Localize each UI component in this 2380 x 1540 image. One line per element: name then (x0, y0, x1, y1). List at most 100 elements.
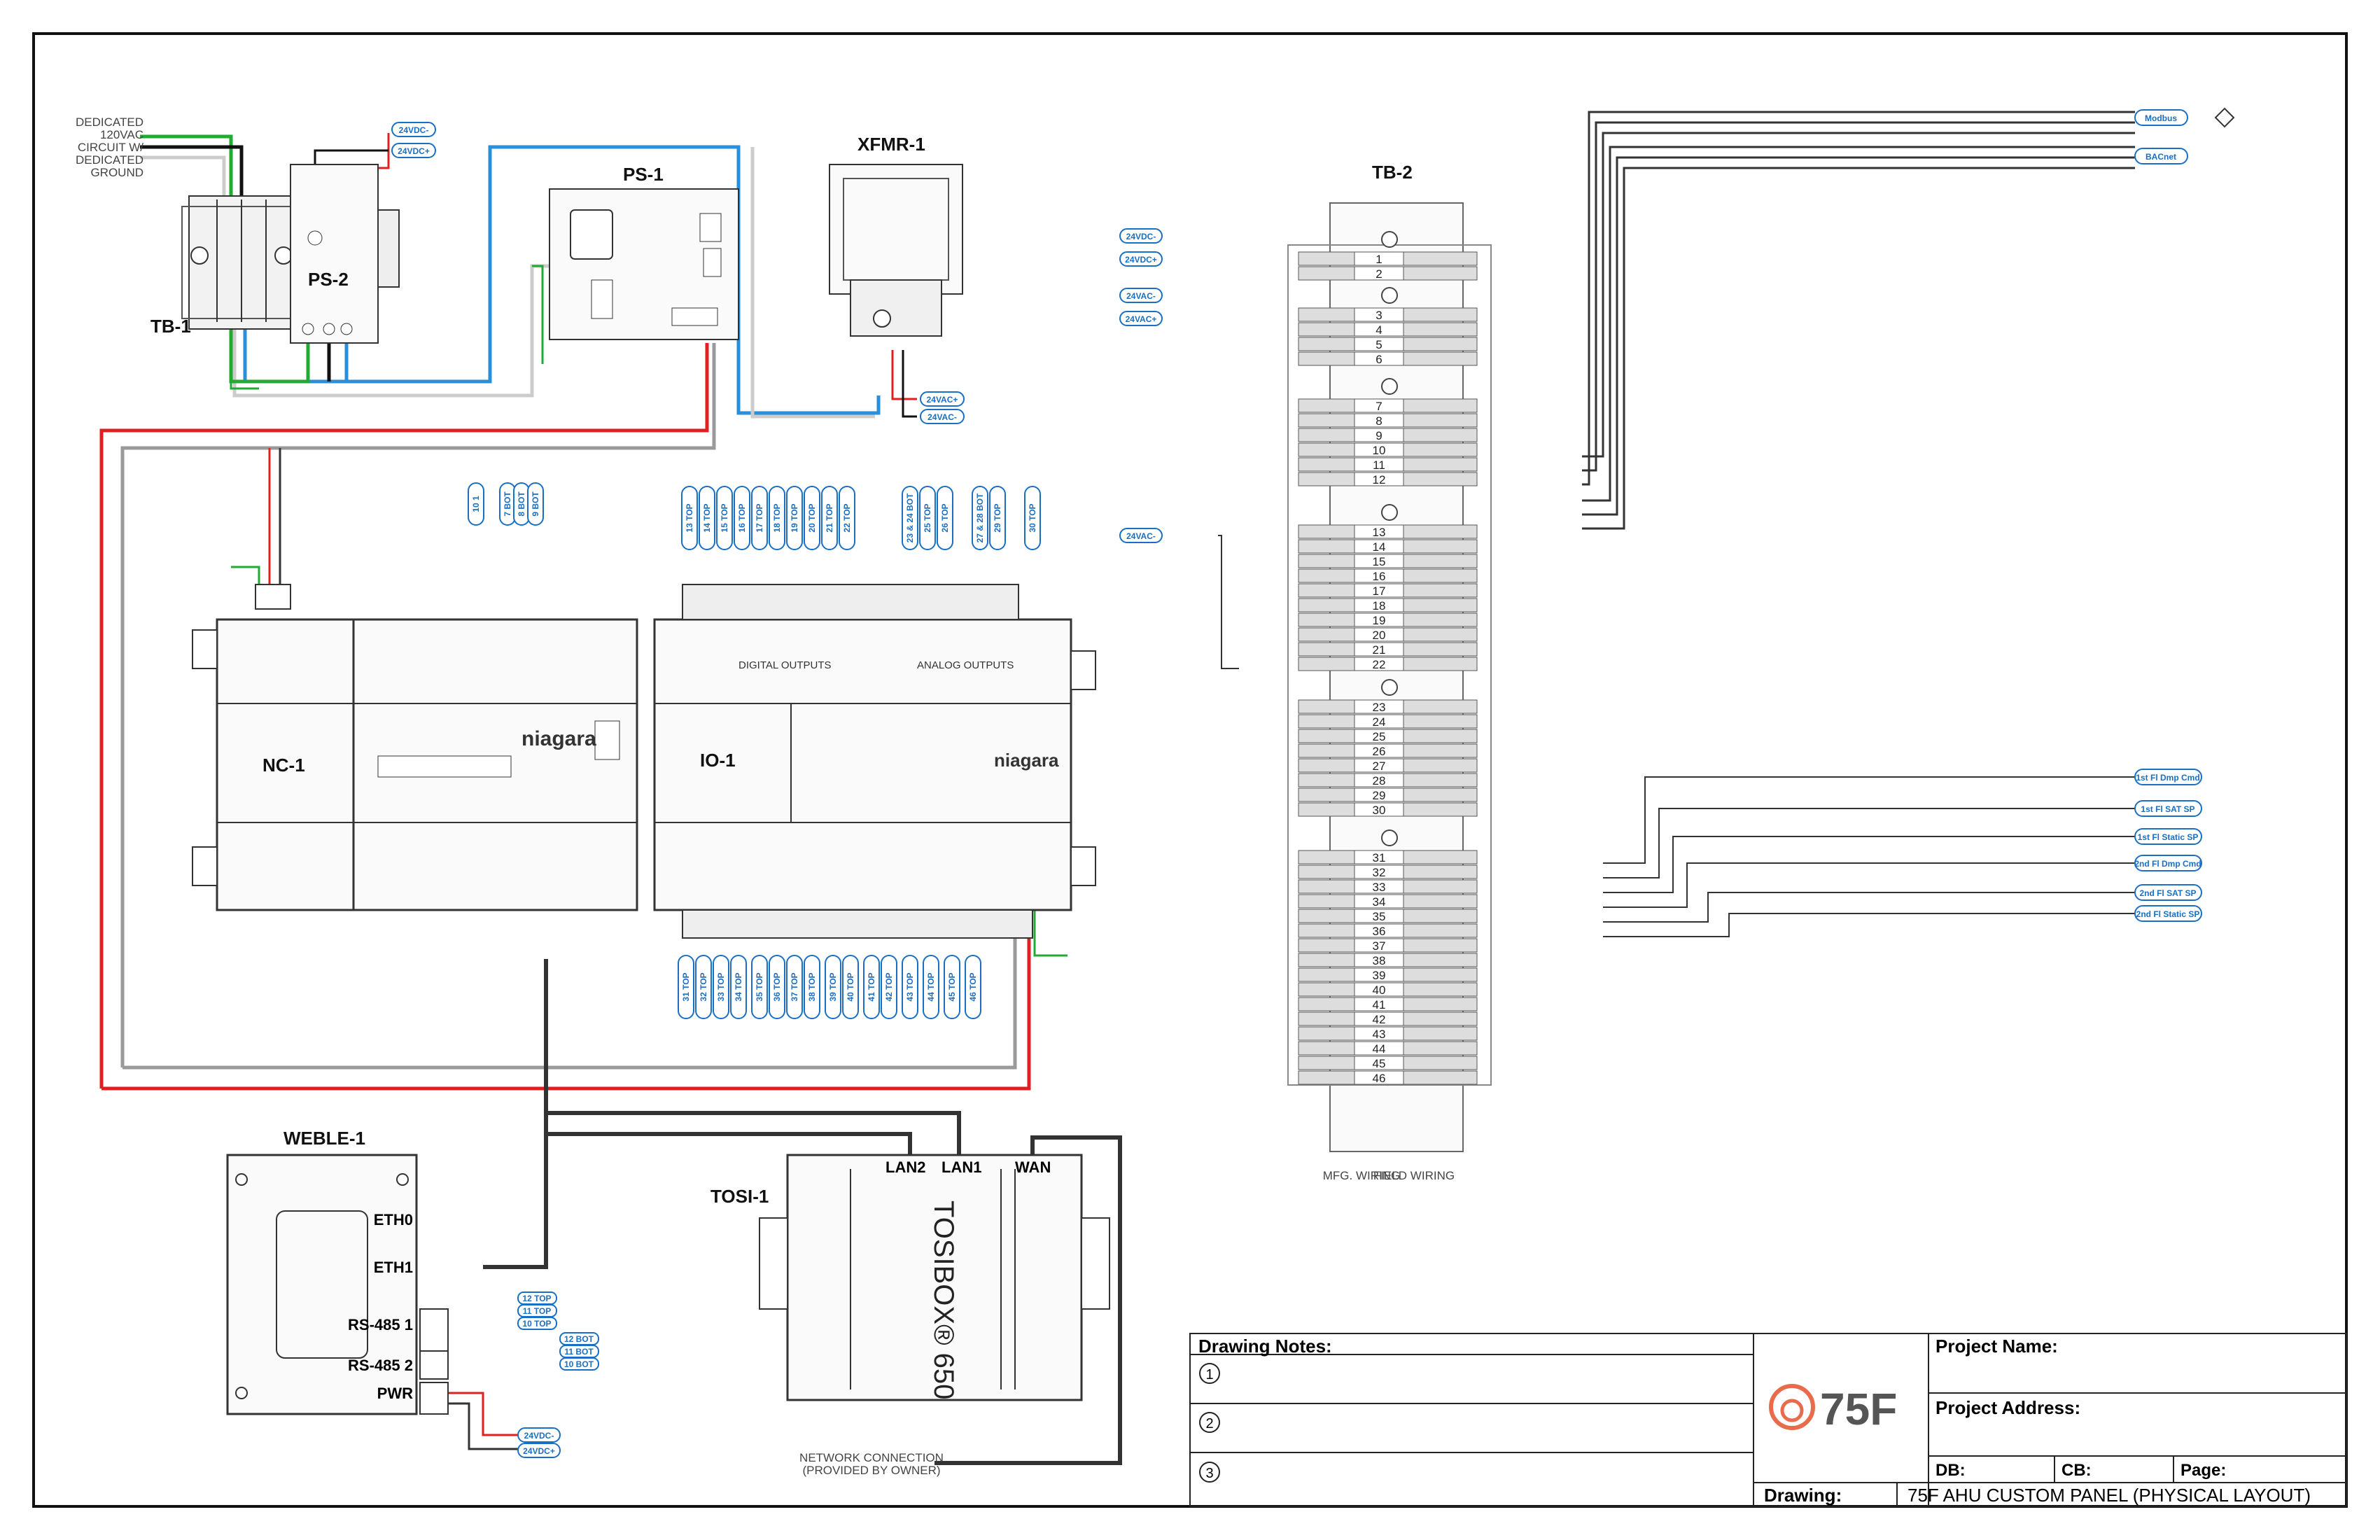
io-tag-label: 40 TOP (846, 972, 855, 1001)
sensor-tags: 1st Fl Dmp Cmd 1st Fl SAT SP 1st Fl Static… (2134, 769, 2202, 922)
tb2-terminal-number: 1 (1376, 253, 1382, 266)
sensor-tag (2134, 905, 2202, 922)
sensor-tag-label: 1st Fl SAT SP (2141, 804, 2194, 814)
rs485-tag-label: 10 BOT (564, 1359, 594, 1369)
io-tag (716, 486, 733, 550)
network-connection-note: NETWORK CONNECTION (PROVIDED BY OWNER) (799, 1451, 944, 1477)
io-tag-label: 20 TOP (807, 503, 817, 532)
io-tag (695, 955, 712, 1019)
wires (99, 111, 2135, 1465)
io-tag (972, 486, 988, 550)
io-tag (751, 955, 768, 1019)
tb2-terminal-number: 32 (1373, 866, 1386, 879)
dedicated-circuit-note: DEDICATED 120VAC CIRCUIT W/ DEDICATED GR… (76, 115, 144, 179)
digital-outputs-label: DIGITAL OUTPUTS (738, 659, 832, 671)
nc1-controller (192, 584, 638, 911)
tb2-terminal-number: 42 (1373, 1013, 1386, 1026)
xfmr1-transformer (829, 164, 963, 337)
sensor-tag-label: 2nd Fl Dmp Cmd (2134, 859, 2201, 869)
io-tag (902, 955, 918, 1019)
io-tag (804, 955, 820, 1019)
title-block (1189, 1333, 2347, 1507)
io-tag (769, 486, 785, 550)
io-tag-label: 8 BOT (517, 491, 526, 517)
eth0-label: ETH0 (374, 1211, 413, 1228)
tb2-terminal-number: 5 (1376, 338, 1382, 351)
weble1-label: WEBLE-1 (284, 1128, 365, 1149)
rs485-tag-label: 12 TOP (522, 1294, 551, 1303)
svg-text:Modbus: Modbus (2145, 113, 2177, 123)
io-tag-label: 25 TOP (923, 503, 932, 532)
svg-text:3: 3 (1205, 1466, 1213, 1481)
io1-label: IO-1 (700, 750, 736, 771)
tb2-terminal-number: 37 (1373, 939, 1386, 953)
io-tag (902, 486, 918, 550)
io-tag (842, 955, 859, 1019)
tb2-terminal-number: 19 (1373, 614, 1386, 627)
svg-text:1: 1 (1205, 1367, 1213, 1382)
io-tag-label: 44 TOP (926, 972, 936, 1001)
network-tags: Modbus BACnet (2134, 107, 2235, 164)
sensor-tag (2134, 828, 2202, 845)
svg-text:BACnet: BACnet (2146, 152, 2176, 162)
svg-text:2: 2 (1205, 1416, 1213, 1432)
tb2-terminal-number: 31 (1373, 851, 1386, 864)
sensor-tag-label: 1st Fl Static SP (2138, 832, 2199, 842)
drawing-label: Drawing: (1764, 1485, 1842, 1506)
io-tag (730, 955, 747, 1019)
75f-logo: 75F (1769, 1384, 1897, 1434)
lan2-label: LAN2 (886, 1158, 925, 1176)
tb2-terminal-number: 9 (1376, 429, 1382, 442)
tb2-terminal-number: 45 (1373, 1057, 1386, 1070)
io-tag-label: 16 TOP (737, 503, 747, 532)
tb2-terminal-number: 41 (1373, 998, 1386, 1011)
io-tag (678, 955, 694, 1019)
db-label: DB: (1935, 1461, 1966, 1480)
ps1-label: PS-1 (623, 164, 664, 185)
tb2-terminal-number: 15 (1373, 555, 1386, 568)
tb2-terminal-number: 40 (1373, 983, 1386, 997)
io-tag-label: 29 TOP (993, 503, 1002, 532)
io-tag-label: 39 TOP (828, 972, 838, 1001)
tb2-terminal-number: 23 (1373, 701, 1386, 714)
io-tag-label: 34 TOP (734, 972, 743, 1001)
svg-text:24VAC+: 24VAC+ (927, 395, 958, 405)
tb2-terminal-number: 28 (1373, 774, 1386, 788)
rs485-tag (559, 1357, 599, 1371)
io-tag-label: 27 & 28 BOT (975, 493, 985, 542)
sensor-tag-label: 1st Fl Dmp Cmd (2136, 773, 2199, 783)
rs485-1-label: RS-485 1 (348, 1316, 413, 1334)
svg-text:NETWORK CONNECTION: NETWORK CONNECTION (799, 1451, 944, 1464)
svg-text:24VDC-: 24VDC- (399, 125, 429, 135)
io1-module (653, 584, 1096, 939)
io-tag (699, 486, 715, 550)
tb2-terminal-number: 29 (1373, 789, 1386, 802)
rs485-2-label: RS-485 2 (348, 1357, 413, 1374)
tb2-terminal-number: 14 (1373, 540, 1386, 554)
tb2-terminal-number: 8 (1376, 414, 1382, 428)
io1-niagara-logo: niagara (994, 750, 1059, 771)
tb2-terminal-number: 36 (1373, 925, 1386, 938)
sensor-tag (2134, 884, 2202, 901)
tb2-terminal-number: 7 (1376, 400, 1382, 413)
tb2-terminal-number: 13 (1373, 526, 1386, 539)
svg-text:GROUND: GROUND (90, 166, 144, 179)
io-tag-label: 13 TOP (685, 503, 694, 532)
analog-outputs-label: ANALOG OUTPUTS (917, 659, 1014, 671)
io-tag-label: 37 TOP (790, 972, 799, 1001)
tb2-terminal-number: 30 (1373, 804, 1386, 817)
io-tag-label: 30 TOP (1028, 503, 1037, 532)
rs485-tag-label: 11 TOP (523, 1306, 551, 1316)
io-tag (527, 482, 544, 526)
io-tag (769, 955, 785, 1019)
io-tag-label: 38 TOP (807, 972, 817, 1001)
io-tag-label: 43 TOP (905, 972, 915, 1001)
io-tag (937, 486, 953, 550)
tb2-terminal-number: 10 (1373, 444, 1386, 457)
svg-text:24VDC+: 24VDC+ (523, 1446, 555, 1456)
io-tag (713, 955, 729, 1019)
svg-text:24VDC+: 24VDC+ (398, 146, 430, 156)
